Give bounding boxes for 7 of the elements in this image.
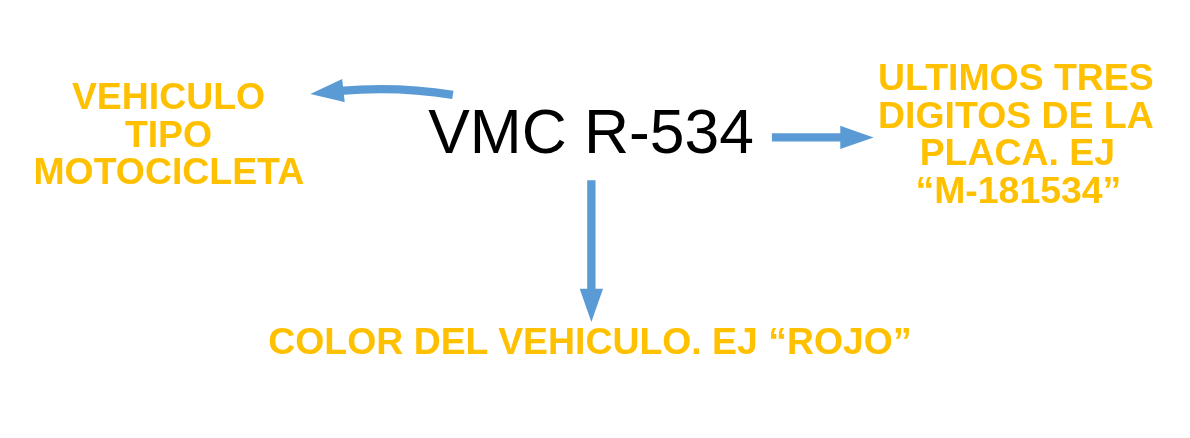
- arrow: [579, 179, 604, 322]
- node-text: VEHICULO TIPO MOTOCICLETA: [33, 74, 305, 192]
- node-text: COLOR DEL VEHICULO. EJ “ROJO”: [268, 319, 912, 362]
- node-text: ULTIMOS TRES DIGITOS DE LA PLACA. EJ “M-181534”: [878, 55, 1154, 211]
- arrow: [310, 78, 454, 102]
- node-text: VMC R-534: [428, 96, 754, 166]
- arrow: [771, 125, 874, 149]
